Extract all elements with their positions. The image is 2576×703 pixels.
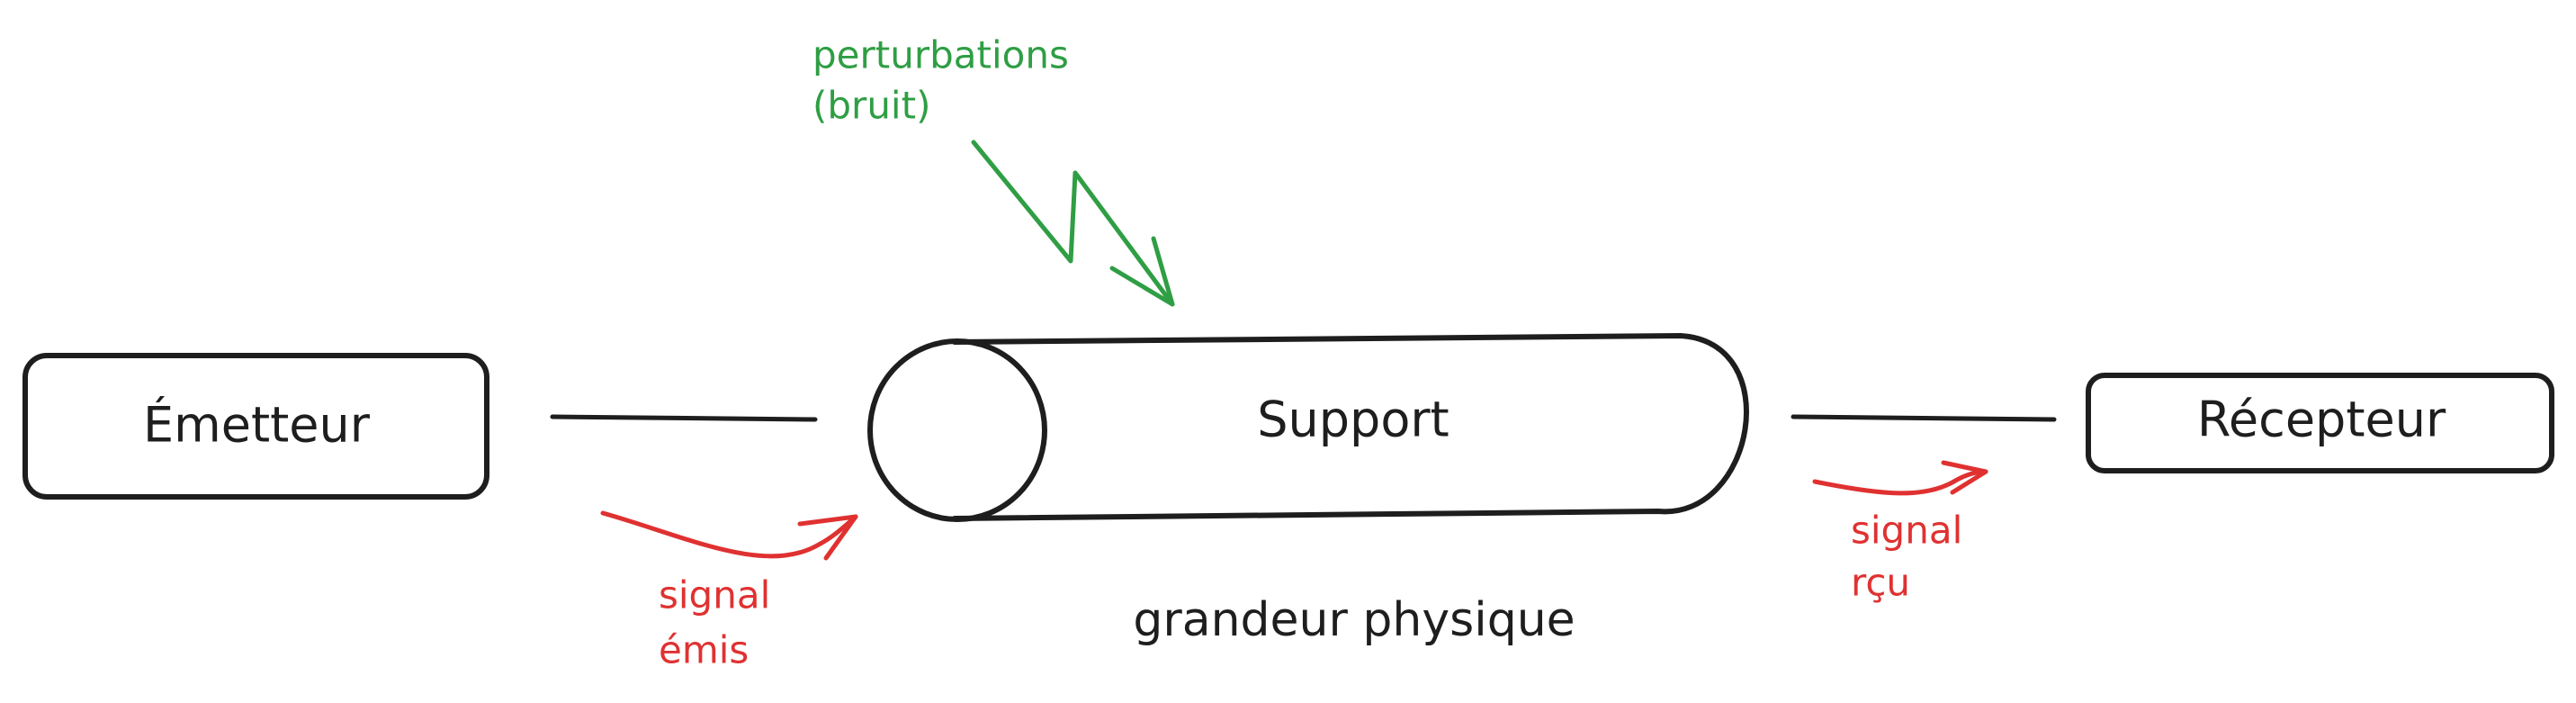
signal-received-line2: rçu — [1851, 561, 1910, 605]
support-label: Support — [1257, 392, 1449, 448]
signal-emitted-line1: signal — [659, 573, 770, 617]
curved-arrow-icon — [1812, 469, 1988, 496]
support-end-cap — [867, 338, 1047, 522]
receiver-box — [2086, 373, 2554, 473]
noise-arrowhead — [1109, 236, 1175, 307]
emitter-box — [22, 353, 489, 500]
receiver-node[interactable]: Récepteur — [2086, 373, 2554, 473]
receiver-label: Récepteur — [2197, 392, 2446, 448]
support-node[interactable]: Support — [867, 333, 1749, 522]
emitter-label: Émetteur — [143, 397, 371, 454]
emitter-support-connector — [550, 414, 818, 422]
noise-label-line2: (bruit) — [812, 84, 930, 128]
signal-received-annotation: signal rçu — [1812, 460, 1988, 605]
emitter-node[interactable]: Émetteur — [22, 353, 489, 500]
signal-emitted-annotation: signal émis — [600, 510, 858, 672]
noise-label-line1: perturbations — [812, 33, 1069, 77]
lightning-arrow-icon — [971, 140, 1175, 307]
curved-arrow-icon — [600, 510, 858, 559]
noise-annotation: perturbations (bruit) — [812, 33, 1175, 307]
signal-received-arrowhead — [1941, 460, 1988, 495]
support-caption: grandeur physique — [1133, 593, 1575, 647]
cylinder-icon — [952, 333, 1749, 521]
signal-emitted-line2: émis — [659, 628, 749, 672]
signal-emitted-arrowhead — [797, 514, 858, 561]
support-receiver-connector — [1791, 414, 2057, 422]
signal-received-line1: signal — [1851, 509, 1962, 553]
